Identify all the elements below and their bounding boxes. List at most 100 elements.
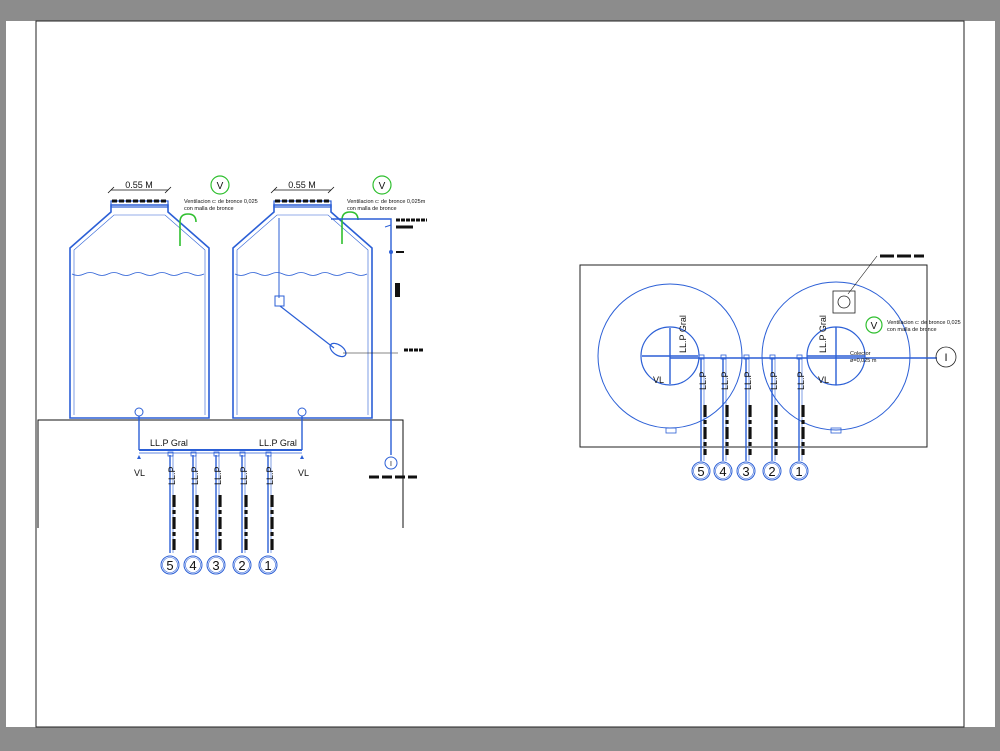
inlet-tag-icon <box>384 456 398 470</box>
plan-tank-right <box>761 281 911 431</box>
float-arm <box>279 305 335 349</box>
outlet-number: 5 <box>166 558 173 573</box>
water-level-right <box>234 272 368 276</box>
vent-tag-right-icon <box>372 175 392 195</box>
plan-gral-label-right: LL.P Gral <box>818 315 828 353</box>
tank-right-lid <box>273 200 332 208</box>
plan-risers: LL.P 5 LL.P 4 LL.P 3 LL.P 2 LL.P 1 <box>691 354 809 481</box>
plan-vent-tag-icon <box>865 316 883 334</box>
vent-left-icon <box>179 213 197 246</box>
tank-right-inner <box>236 214 369 415</box>
outlet-tag-icon <box>258 555 278 575</box>
outlet-tag-icon <box>160 555 180 575</box>
plan-vent-note-1: Ventilacion c: de bronce 0,025 <box>887 320 961 326</box>
plan-valve-left: VL <box>653 375 664 385</box>
plan-vent-tag: V <box>871 321 878 332</box>
outlet-3: LL.P 3 <box>206 451 226 575</box>
plan-valve-right: VL <box>818 375 829 385</box>
paper <box>6 21 995 727</box>
outlet-tag-icon <box>713 461 733 481</box>
outlet-4: LL.P 4 <box>183 451 203 575</box>
outlet-number: 4 <box>189 558 196 573</box>
vent-tag-left-icon <box>210 175 230 195</box>
outlet-2: LL.P 2 <box>762 354 782 481</box>
dimension-right: 0.55 M <box>288 180 316 190</box>
dimension-left: 0.55 M <box>125 180 153 190</box>
riser-label: LL.P <box>743 371 753 390</box>
outlet-1: LL.P 1 <box>258 451 278 575</box>
riser-label: LL.P <box>720 371 730 390</box>
plan-collector-1: Colector <box>850 351 871 357</box>
tank-left: 0.55 M V Ventilacion c: de bronce 0,025 … <box>69 175 258 450</box>
plan-inlet-box <box>832 290 856 314</box>
outlet-2: LL.P2 <box>232 451 252 575</box>
riser-label: LL.P <box>796 371 806 390</box>
outlet-tag-icon <box>183 555 203 575</box>
riser-label: LL.P <box>190 466 200 485</box>
vent-note-left-2: con malla de bronce <box>184 206 234 212</box>
valve-left: VL <box>134 468 145 478</box>
manifold: LL.P Gral LL.P Gral VL VL LL.P5LL.P4LL.P… <box>134 438 309 575</box>
outlet-tag-icon <box>736 461 756 481</box>
plan-drain-right <box>830 427 842 434</box>
outlet-number: 3 <box>742 464 749 479</box>
outlet-tag-icon <box>789 461 809 481</box>
outlet-tag-icon <box>691 461 711 481</box>
paper-border <box>35 20 965 728</box>
plan-inlet-tag: I <box>944 352 947 364</box>
vent-note-right-2: con malla de bronce <box>347 206 397 212</box>
riser-label: LL.P <box>213 466 223 485</box>
plan-drain-left <box>665 427 677 434</box>
riser-label: LL.P <box>769 371 779 390</box>
supply-line <box>331 218 392 455</box>
valve-right: VL <box>298 468 309 478</box>
outlet-tag-icon <box>206 555 226 575</box>
outlet-number: 1 <box>795 464 802 479</box>
manifold-label-right: LL.P Gral <box>259 438 297 448</box>
inlet-tag: I <box>390 461 392 468</box>
float-valve-body <box>274 295 285 307</box>
outlet-tag-icon <box>232 555 252 575</box>
tank-right: I 0.55 M V Ventilacion c: de bronce 0,02… <box>232 175 427 479</box>
vent-right-icon <box>341 211 359 244</box>
outlet-number: 5 <box>697 464 704 479</box>
outlet-5: LL.P 5 <box>691 354 711 481</box>
vent-note-left-1: Ventilacion c: de bronce 0,025 <box>184 199 258 205</box>
float-ball-icon <box>329 342 347 358</box>
outlet-1: LL.P 1 <box>789 354 809 481</box>
plan-gral-label: LL.P Gral <box>678 315 688 353</box>
elevation-view: 0.55 M V Ventilacion c: de bronce 0,025 … <box>37 175 427 575</box>
plan-inlet-tag-icon <box>935 346 957 368</box>
plan-collector-2: ø=0,025 m <box>850 358 877 364</box>
plan-slab <box>579 264 928 448</box>
manifold-label-left: LL.P Gral <box>150 438 188 448</box>
tank-left-lid <box>110 200 169 208</box>
riser-label: LL.P <box>239 466 249 485</box>
vent-tag-left: V <box>217 181 224 192</box>
redacted-tag <box>395 283 400 297</box>
water-level-left <box>71 272 205 276</box>
outlet-4: LL.P 4 <box>713 354 733 481</box>
plan-view: LL.P Gral VL LL.P Gral VL V Ventilacion … <box>579 254 961 481</box>
base-slab <box>37 419 404 528</box>
plan-inlet-leader <box>847 255 878 295</box>
riser-label: LL.P <box>698 371 708 390</box>
outlet-number: 3 <box>212 558 219 573</box>
outlet-number: 4 <box>719 464 726 479</box>
outlet-number: 2 <box>768 464 775 479</box>
plan-vent-note-2: con malla de bronce <box>887 327 937 333</box>
vent-tag-right: V <box>379 181 386 192</box>
outlet-tag-icon <box>762 461 782 481</box>
outlet-3: LL.P 3 <box>736 354 756 481</box>
vent-note-right-1: Ventilacion c: de bronce 0,025m <box>347 199 426 205</box>
tank-left-inner <box>73 214 206 415</box>
riser-label: LL.P <box>167 466 177 485</box>
outlet-number: 1 <box>264 558 271 573</box>
outlet-5: LL.P 5 <box>160 451 180 575</box>
riser-label: LL.P <box>265 466 275 485</box>
supply-valve-icon <box>389 250 393 254</box>
plan-inlet-icon <box>837 295 851 309</box>
